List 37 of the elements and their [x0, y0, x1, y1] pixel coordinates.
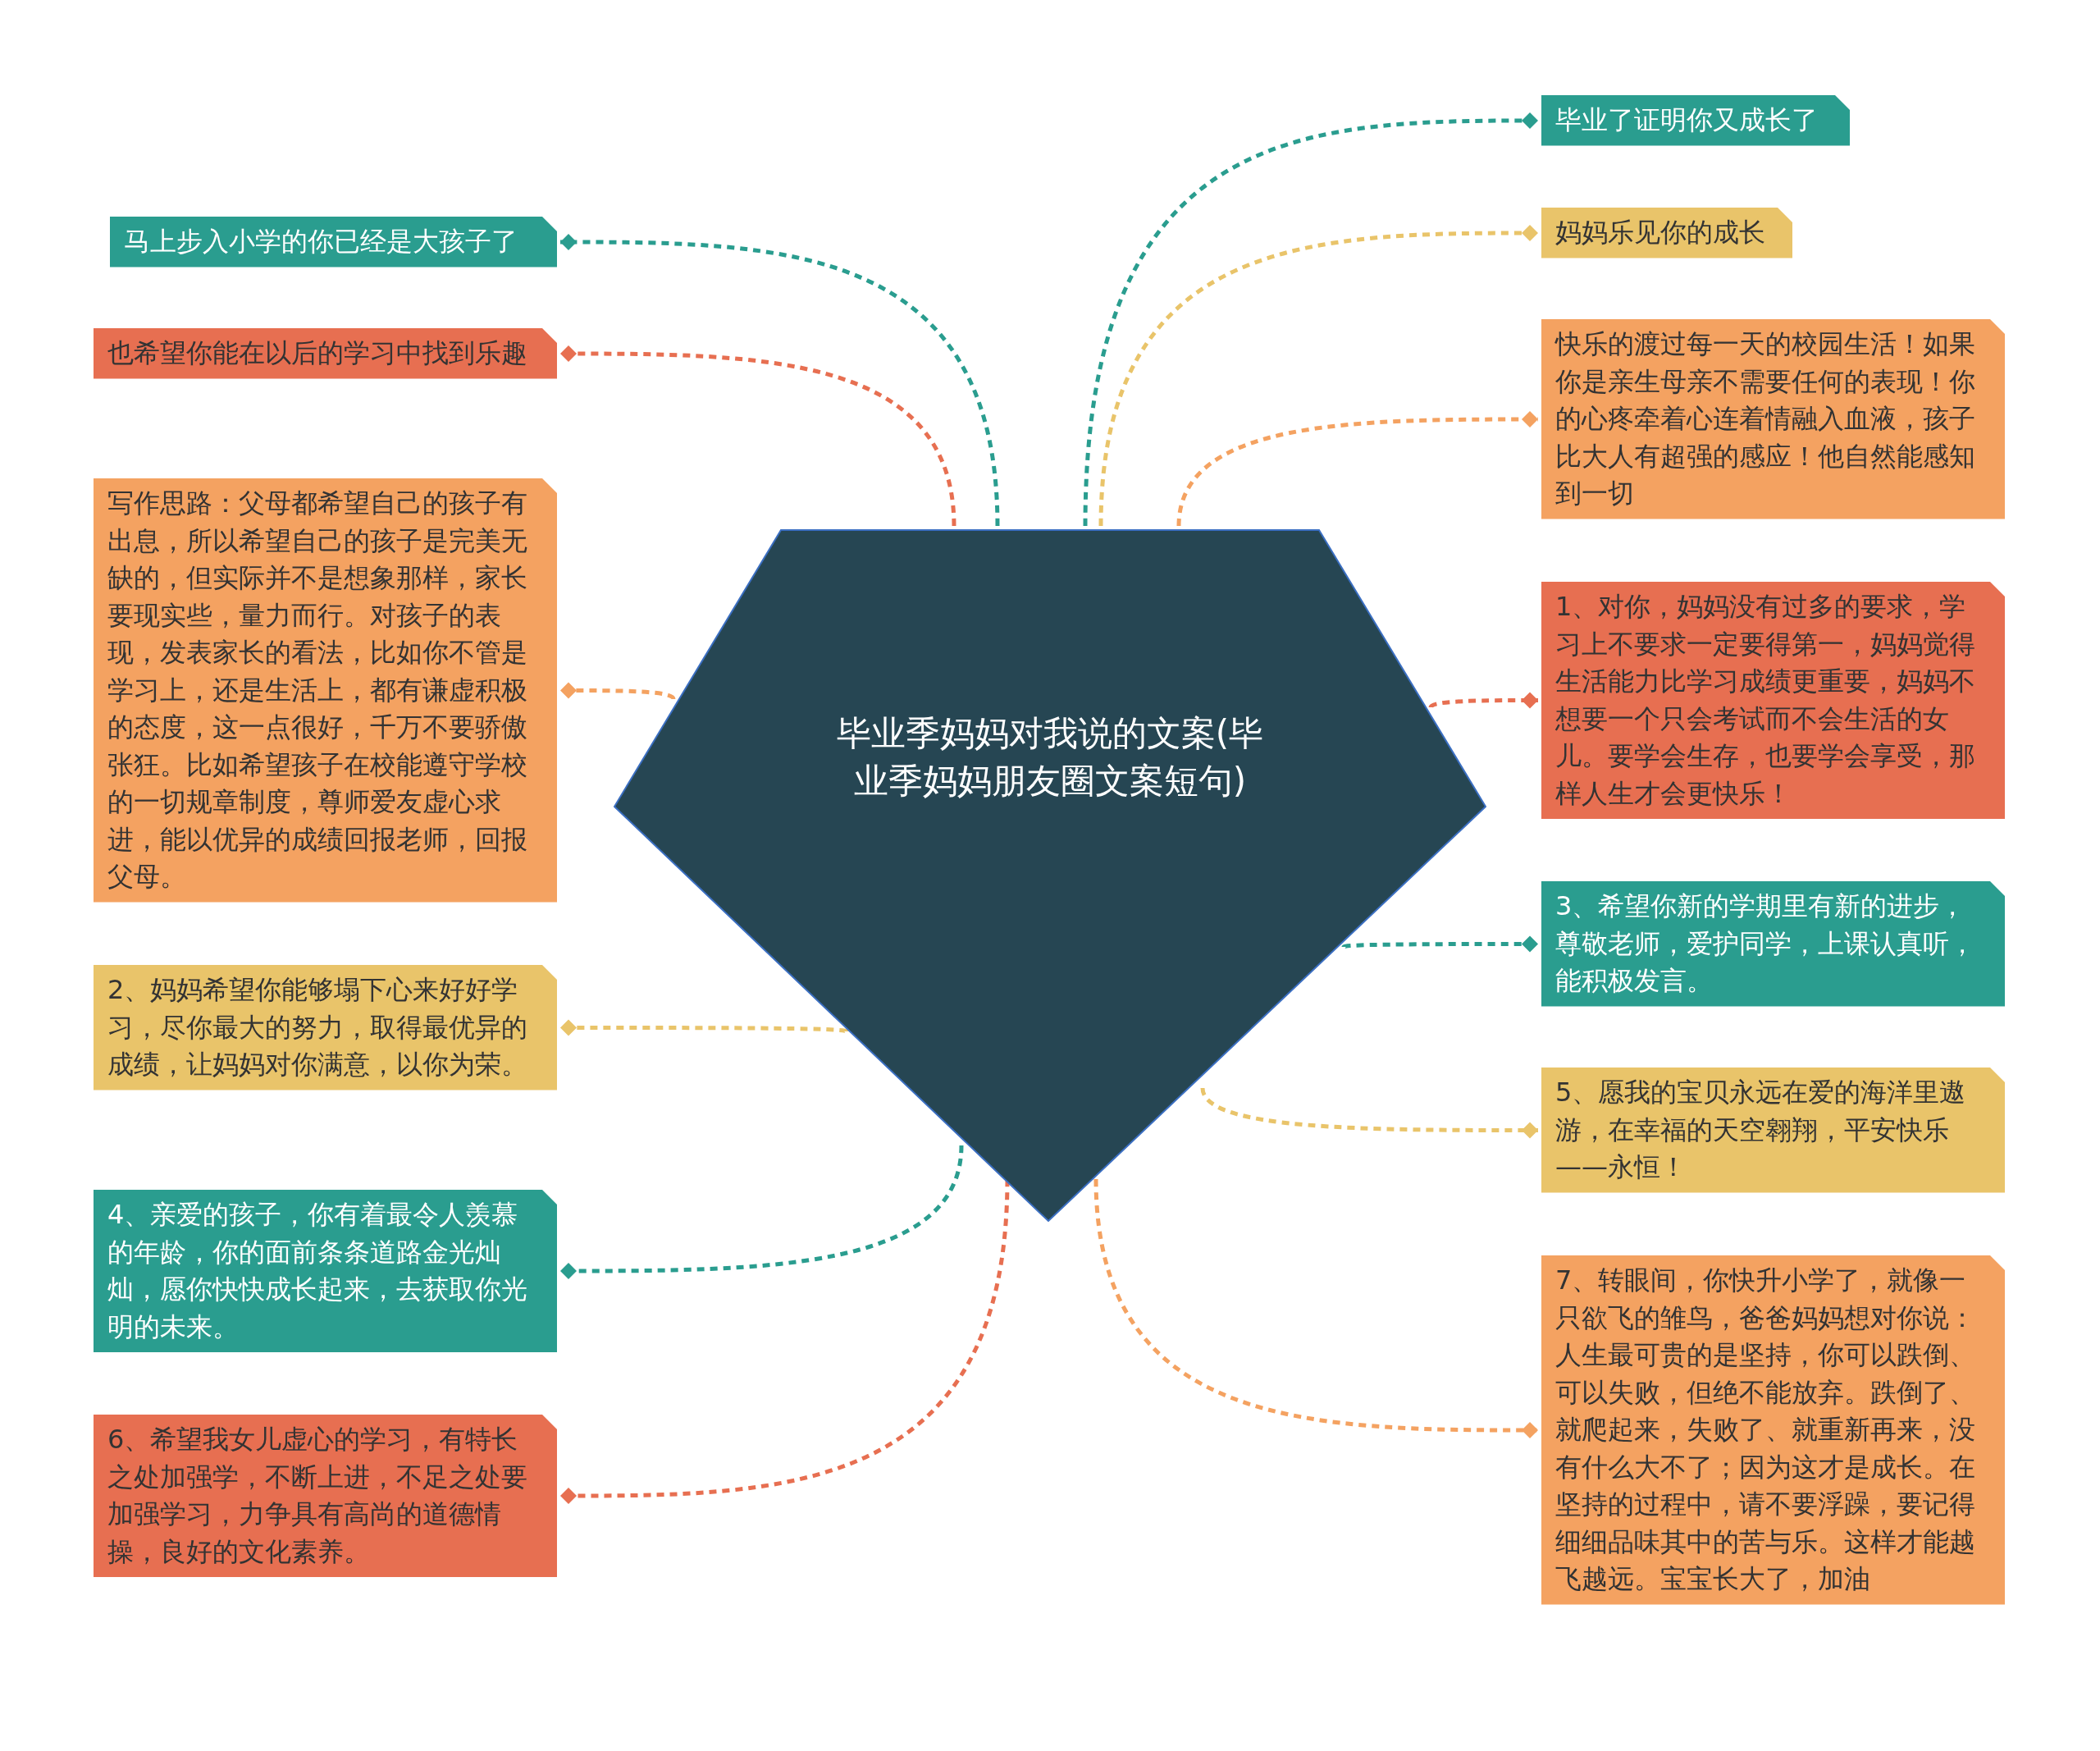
topic-text: 4、亲爱的孩子，你有着最令人羡慕的年龄，你的面前条条道路金光灿灿，愿你快快成长起来，去获取你光明的未来。	[107, 1198, 528, 1344]
topic-card	[1541, 208, 1792, 258]
topic-text: 妈妈乐见你的成长	[1555, 216, 1766, 249]
topic-card	[94, 1415, 557, 1577]
topic-text: 写作思路：父母都希望自己的孩子有出息，所以希望自己的孩子是完美无缺的，但实际并不是想象那样，家长要现实些，量力而行。对孩子的表现，发表家长的看法，比如你不管是学习上，还是生活上，都有谦虚积极的态度，这一点很好，千万不要骄傲张狂。比如希望孩子在校能遵守学校的一切规章制度，尊师爱友虚心求进，能以优异的成绩回报老师，回报父母。	[107, 487, 528, 894]
topic-text: 6、希望我女儿虚心的学习，有特长之处加强学，不断上进，不足之处要加强学习，力争具有高尚的道德情操，良好的文化素养。	[107, 1423, 528, 1569]
connector	[1200, 1087, 1538, 1139]
topic-text: 快乐的渡过每一天的校园生活！如果你是亲生母亲不需要任何的表现！你的心疼牵着心连着情融入血液，孩子比大人有超强的感应！他自然能感知到一切	[1555, 327, 1976, 510]
connector	[1176, 411, 1538, 527]
connector	[560, 682, 676, 701]
topic-text: 1、对你，妈妈没有过多的要求，学习上不要求一定要得第一，妈妈觉得生活能力比学习成绩更重要，妈妈不想要一个只会考试而不会生活的女儿。要学会生存，也要学会享受，那样人生才会更快乐！	[1555, 590, 1976, 811]
connector	[1098, 225, 1538, 527]
connector	[1343, 935, 1538, 953]
connector	[560, 345, 956, 527]
central-topic: 毕业季妈妈对我说的文案(毕业季妈妈朋友圈文案短句)	[835, 712, 1265, 802]
topic-text: 2、妈妈希望你能够塌下心来好好学习，尽你最大的努力，取得最优异的成绩，让妈妈对你满意，以你为荣。	[107, 973, 528, 1081]
topic-card	[1541, 582, 2005, 819]
topic-text: 5、愿我的宝贝永远在爱的海洋里遨游，在幸福的天空翱翔，平安快乐——永恒！	[1555, 1076, 1967, 1184]
topic-text: 3、希望你新的学期里有新的进步，尊敬老师，爱护同学，上课认真听，能积极发言。	[1555, 889, 1976, 998]
topic-card	[1541, 319, 2005, 519]
topic-card	[1541, 95, 1850, 146]
connector	[560, 1145, 964, 1279]
topic-card	[110, 217, 557, 267]
topic-card	[94, 965, 557, 1090]
topic-text: 马上步入小学的你已经是大孩子了	[124, 225, 518, 258]
connector	[1093, 1178, 1538, 1438]
topic-text: 7、转眼间，你快升小学了，就像一只欲飞的雏鸟，爸爸妈妈想对你说：人生最可贵的是坚持，你可以跌倒、可以失败，但绝不能放弃。跌倒了、就爬起来，失败了、就重新再来，没有什么大不了；因为这才是成长。在坚持的过程中，请不要浮躁，要记得细细品味其中的苦与乐。这样才能越飞越远。宝宝长大了，加油	[1555, 1264, 1976, 1596]
topic-card	[1541, 1068, 2005, 1193]
topic-text: 也希望你能在以后的学习中找到乐趣	[107, 336, 528, 370]
connector	[1083, 112, 1538, 527]
connector	[1429, 692, 1538, 709]
topic-card	[94, 1190, 557, 1352]
topic-text: 毕业了证明你又成长了	[1555, 103, 1819, 137]
topic-card	[1541, 881, 2005, 1007]
connector	[560, 1019, 847, 1036]
connector	[560, 234, 1000, 527]
topic-card	[94, 328, 557, 379]
